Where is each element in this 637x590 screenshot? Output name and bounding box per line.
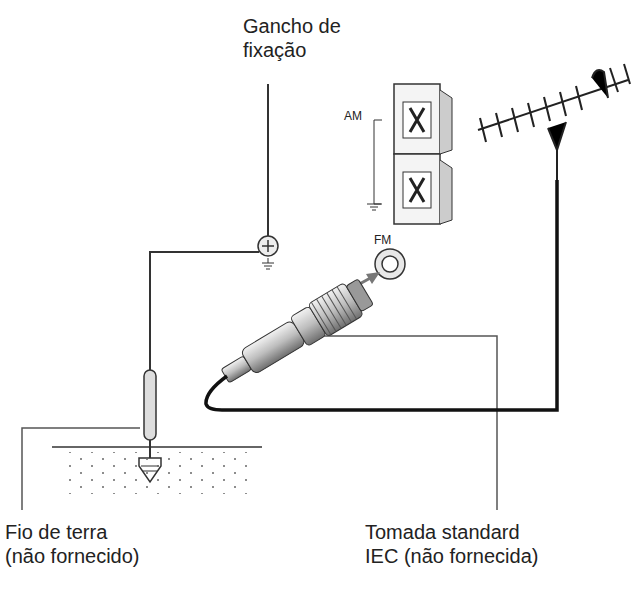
leader-line (300, 336, 497, 510)
insert-arrow (366, 272, 380, 284)
part-label: Gancho de fixação (243, 14, 351, 63)
ground-terminal (258, 236, 278, 269)
fm-socket (375, 249, 405, 279)
ground-symbol (367, 204, 381, 210)
hook-wire (267, 84, 269, 236)
fm-antenna (478, 64, 630, 180)
terminal-label: AM (344, 109, 362, 124)
iec-plug (215, 275, 375, 392)
soil-texture (60, 452, 255, 494)
terminal-label: FM (374, 233, 391, 248)
part-label: Tomada standard IEC (não fornecida) (365, 520, 541, 569)
part-label: Fio de terra (não fornecido) (5, 520, 142, 569)
am-terminal-block (394, 84, 452, 224)
am-bracket (374, 120, 382, 204)
ground-surface (52, 446, 262, 448)
coax-cable (206, 180, 557, 410)
leader-line (22, 428, 140, 510)
